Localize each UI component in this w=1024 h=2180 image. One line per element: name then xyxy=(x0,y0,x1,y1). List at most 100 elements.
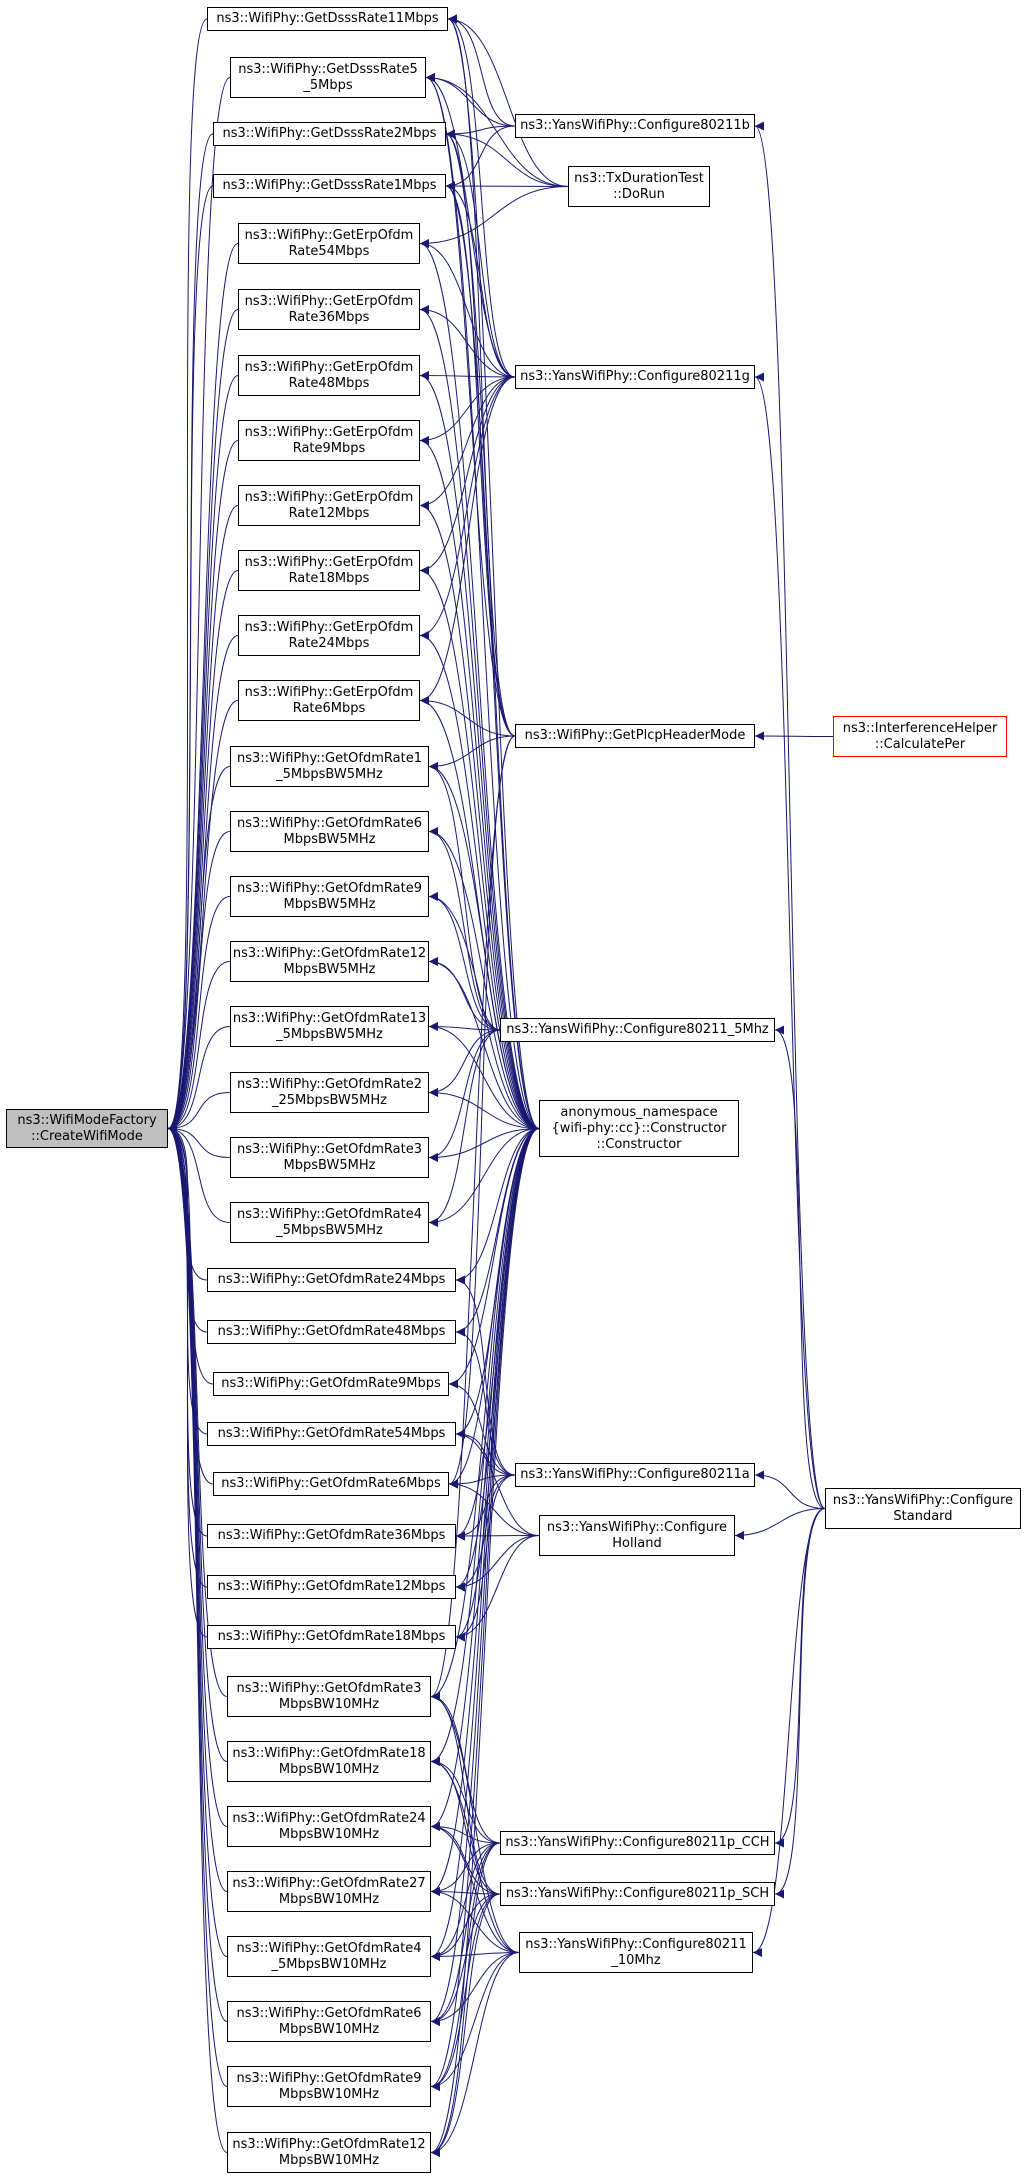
node-o54[interactable]: ns3::WifiPhy::GetOfdmRate54Mbps xyxy=(207,1422,456,1446)
edge-cstd-to-c11a xyxy=(754,1470,826,1509)
edge-anon-to-o12bw10 xyxy=(430,1128,540,2157)
node-erp54[interactable]: ns3::WifiPhy::GetErpOfdm Rate54Mbps xyxy=(238,223,420,264)
node-label: ns3::WifiPhy::GetDsssRate1Mbps xyxy=(222,178,437,193)
node-o9bw5[interactable]: ns3::WifiPhy::GetOfdmRate9 MbpsBW5MHz xyxy=(230,876,429,917)
edge-o18bw10-to-root xyxy=(167,1124,228,1762)
node-label: ns3::WifiPhy::GetErpOfdm Rate6Mbps xyxy=(244,684,414,716)
edge-erp6-to-root xyxy=(167,700,239,1133)
node-o225bw5[interactable]: ns3::WifiPhy::GetOfdmRate2 _25MbpsBW5MHz xyxy=(230,1072,429,1113)
node-o3bw5[interactable]: ns3::WifiPhy::GetOfdmRate3 MbpsBW5MHz xyxy=(230,1137,429,1178)
edge-c10-to-o45bw10 xyxy=(430,1951,520,1961)
node-label: ns3::YansWifiPhy::Configure80211 _10Mhz xyxy=(525,1936,747,1968)
node-c11_5[interactable]: ns3::YansWifiPhy::Configure80211_5Mhz xyxy=(500,1018,775,1042)
node-dsss11[interactable]: ns3::WifiPhy::GetDsssRate11Mbps xyxy=(207,7,448,31)
edge-o12bw5-to-root xyxy=(167,961,231,1133)
node-o6[interactable]: ns3::WifiPhy::GetOfdmRate6Mbps xyxy=(213,1472,449,1496)
node-o48[interactable]: ns3::WifiPhy::GetOfdmRate48Mbps xyxy=(207,1320,456,1344)
node-label: ns3::YansWifiPhy::Configure80211p_CCH xyxy=(505,1835,770,1850)
edge-ccch-to-o27bw10 xyxy=(430,1842,501,1896)
edge-txdur-to-erp54 xyxy=(419,186,569,248)
edge-plcp-to-o6 xyxy=(448,735,516,1489)
edge-ccch-to-o24bw10 xyxy=(430,1822,501,1844)
node-label: ns3::WifiPhy::GetOfdmRate3 MbpsBW10MHz xyxy=(236,1680,422,1712)
node-label: ns3::WifiPhy::GetDsssRate11Mbps xyxy=(216,11,439,26)
node-o12bw5[interactable]: ns3::WifiPhy::GetOfdmRate12 MbpsBW5MHz xyxy=(230,941,429,982)
edge-anon-to-o9 xyxy=(448,1128,540,1389)
edge-anon-to-erp12 xyxy=(419,501,540,1129)
edge-plcp-to-dsss1 xyxy=(445,181,516,737)
node-holland[interactable]: ns3::YansWifiPhy::Configure Holland xyxy=(539,1515,735,1556)
edge-cstd-to-c11b xyxy=(754,121,826,1509)
node-label: ns3::WifiPhy::GetOfdmRate24Mbps xyxy=(217,1272,446,1287)
node-plcp[interactable]: ns3::WifiPhy::GetPlcpHeaderMode xyxy=(515,724,755,748)
node-o6bw5[interactable]: ns3::WifiPhy::GetOfdmRate6 MbpsBW5MHz xyxy=(230,811,429,852)
node-erp48[interactable]: ns3::WifiPhy::GetErpOfdm Rate48Mbps xyxy=(238,355,420,396)
edge-holland-to-o36 xyxy=(455,1531,540,1541)
node-o12bw10[interactable]: ns3::WifiPhy::GetOfdmRate12 MbpsBW10MHz xyxy=(227,2132,431,2173)
node-erp18[interactable]: ns3::WifiPhy::GetErpOfdm Rate18Mbps xyxy=(238,550,420,591)
node-erp9[interactable]: ns3::WifiPhy::GetErpOfdm Rate9Mbps xyxy=(238,420,420,461)
node-label: ns3::WifiPhy::GetOfdmRate4 _5MbpsBW10MHz xyxy=(236,1940,422,1972)
node-erp24[interactable]: ns3::WifiPhy::GetErpOfdm Rate24Mbps xyxy=(238,615,420,656)
node-interf[interactable]: ns3::InterferenceHelper ::CalculatePer xyxy=(833,716,1007,757)
node-o18[interactable]: ns3::WifiPhy::GetOfdmRate18Mbps xyxy=(207,1625,456,1649)
node-dsss1[interactable]: ns3::WifiPhy::GetDsssRate1Mbps xyxy=(213,174,446,198)
edge-anon-to-o24 xyxy=(455,1128,540,1285)
node-txdur[interactable]: ns3::TxDurationTest ::DoRun xyxy=(568,166,710,207)
node-label: ns3::WifiPhy::GetOfdmRate6 MbpsBW10MHz xyxy=(236,2005,422,2037)
node-o45bw10[interactable]: ns3::WifiPhy::GetOfdmRate4 _5MbpsBW10MHz xyxy=(227,1936,431,1977)
edge-erp36-to-root xyxy=(167,309,239,1133)
node-label: ns3::YansWifiPhy::Configure Standard xyxy=(832,1492,1014,1524)
edge-plcp-to-erp6 xyxy=(419,696,516,737)
edge-csch-to-o24bw10 xyxy=(430,1822,501,1895)
node-o36[interactable]: ns3::WifiPhy::GetOfdmRate36Mbps xyxy=(207,1524,456,1548)
edge-c11g-to-erp18 xyxy=(419,376,516,575)
node-cstd[interactable]: ns3::YansWifiPhy::Configure Standard xyxy=(825,1488,1021,1529)
node-erp36[interactable]: ns3::WifiPhy::GetErpOfdm Rate36Mbps xyxy=(238,289,420,330)
edge-c11g-to-dsss2 xyxy=(445,129,516,378)
edge-cstd-to-ccch xyxy=(774,1508,826,1848)
edge-o135bw5-to-root xyxy=(167,1026,231,1133)
node-o135bw5[interactable]: ns3::WifiPhy::GetOfdmRate13 _5MbpsBW5MHz xyxy=(230,1006,429,1047)
node-anon[interactable]: anonymous_namespace {wifi-phy::cc}::Cons… xyxy=(539,1100,739,1157)
node-erp6[interactable]: ns3::WifiPhy::GetErpOfdm Rate6Mbps xyxy=(238,680,420,721)
node-o27bw10[interactable]: ns3::WifiPhy::GetOfdmRate27 MbpsBW10MHz xyxy=(227,1871,431,1912)
node-o24bw10[interactable]: ns3::WifiPhy::GetOfdmRate24 MbpsBW10MHz xyxy=(227,1806,431,1847)
node-o12[interactable]: ns3::WifiPhy::GetOfdmRate12Mbps xyxy=(207,1575,456,1599)
node-o6bw10[interactable]: ns3::WifiPhy::GetOfdmRate6 MbpsBW10MHz xyxy=(227,2001,431,2042)
edge-c11_5-to-o45bw5 xyxy=(428,1029,501,1227)
node-o15bw5[interactable]: ns3::WifiPhy::GetOfdmRate1 _5MbpsBW5MHz xyxy=(230,746,429,787)
node-label: ns3::WifiPhy::GetOfdmRate6Mbps xyxy=(221,1476,441,1491)
node-o18bw10[interactable]: ns3::WifiPhy::GetOfdmRate18 MbpsBW10MHz xyxy=(227,1741,431,1782)
edge-anon-to-o225bw5 xyxy=(428,1088,540,1129)
node-c11a[interactable]: ns3::YansWifiPhy::Configure80211a xyxy=(515,1463,755,1487)
node-c11b[interactable]: ns3::YansWifiPhy::Configure80211b xyxy=(515,114,755,138)
node-erp12[interactable]: ns3::WifiPhy::GetErpOfdm Rate12Mbps xyxy=(238,485,420,526)
node-o3bw10[interactable]: ns3::WifiPhy::GetOfdmRate3 MbpsBW10MHz xyxy=(227,1676,431,1717)
edge-c11a-to-o12 xyxy=(455,1474,516,1592)
edge-anon-to-dsss5 xyxy=(425,73,540,1129)
node-o9bw10[interactable]: ns3::WifiPhy::GetOfdmRate9 MbpsBW10MHz xyxy=(227,2066,431,2107)
edge-ccch-to-o18bw10 xyxy=(430,1757,501,1844)
node-o9[interactable]: ns3::WifiPhy::GetOfdmRate9Mbps xyxy=(213,1372,449,1396)
node-o45bw5[interactable]: ns3::WifiPhy::GetOfdmRate4 _5MbpsBW5MHz xyxy=(230,1202,429,1243)
edge-c11_5-to-o9bw5 xyxy=(428,892,501,1031)
node-label: ns3::WifiPhy::GetDsssRate5 _5Mbps xyxy=(238,61,418,93)
node-ccch[interactable]: ns3::YansWifiPhy::Configure80211p_CCH xyxy=(500,1831,775,1855)
edge-c11_5-to-o12bw5 xyxy=(428,957,501,1031)
edge-csch-to-o18bw10 xyxy=(430,1757,501,1895)
node-label: ns3::WifiPhy::GetOfdmRate12 MbpsBW10MHz xyxy=(232,2136,426,2168)
node-label: anonymous_namespace {wifi-phy::cc}::Cons… xyxy=(551,1104,727,1152)
node-o24[interactable]: ns3::WifiPhy::GetOfdmRate24Mbps xyxy=(207,1268,456,1292)
node-label: ns3::WifiPhy::GetOfdmRate9 MbpsBW5MHz xyxy=(237,880,422,912)
edge-o6bw5-to-root xyxy=(167,831,231,1133)
node-dsss2[interactable]: ns3::WifiPhy::GetDsssRate2Mbps xyxy=(213,122,446,146)
node-c10[interactable]: ns3::YansWifiPhy::Configure80211 _10Mhz xyxy=(519,1932,753,1973)
node-c11g[interactable]: ns3::YansWifiPhy::Configure80211g xyxy=(515,365,755,389)
node-csch[interactable]: ns3::YansWifiPhy::Configure80211p_SCH xyxy=(500,1882,775,1906)
node-dsss5[interactable]: ns3::WifiPhy::GetDsssRate5 _5Mbps xyxy=(230,57,426,98)
node-label: ns3::WifiPhy::GetOfdmRate12Mbps xyxy=(217,1579,446,1594)
edge-csch-to-o6bw10 xyxy=(430,1893,501,2026)
node-label: ns3::WifiPhy::GetErpOfdm Rate36Mbps xyxy=(244,293,414,325)
edge-anon-to-o9bw10 xyxy=(430,1128,540,2091)
